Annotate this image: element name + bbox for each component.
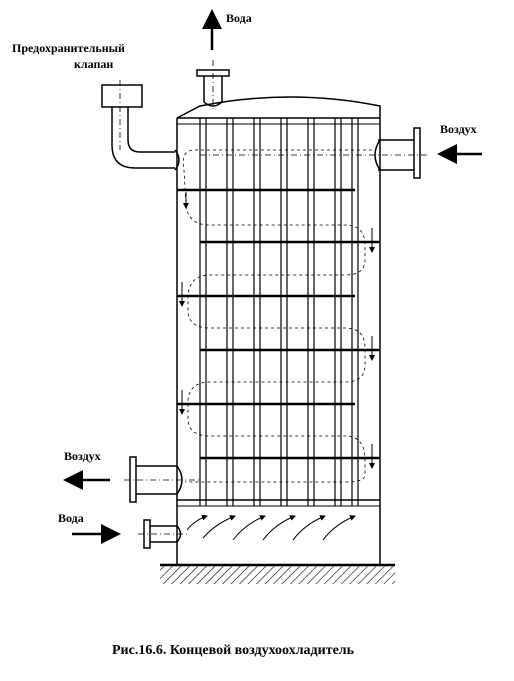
tube-bundle [199,118,359,506]
label-air-out: Воздух [64,449,101,463]
cooler-shell [176,96,381,565]
air-inlet-nozzle [200,127,428,179]
water-flow-arrows [186,514,356,541]
tube [351,118,359,506]
tube [280,118,288,506]
air-flow-path [179,149,375,483]
label-relief-valve-1: Предохранительный [12,41,125,55]
relief-valve [101,80,180,171]
water-inlet-nozzle [138,519,188,549]
air-outlet-nozzle [124,456,200,503]
label-water-out: Вода [226,11,252,25]
label-water-in: Вода [58,511,84,525]
tube [253,118,261,506]
tube [226,118,234,506]
tube [199,118,207,506]
foundation [160,563,395,584]
tube [307,118,315,506]
baffle-group [177,188,380,460]
label-air-in: Воздух [440,122,477,136]
tube [334,118,342,506]
figure-caption: Рис.16.6. Концевой воздухоохладитель [112,643,355,658]
water-outlet-nozzle [196,60,230,112]
label-relief-valve-2: клапан [74,57,113,71]
